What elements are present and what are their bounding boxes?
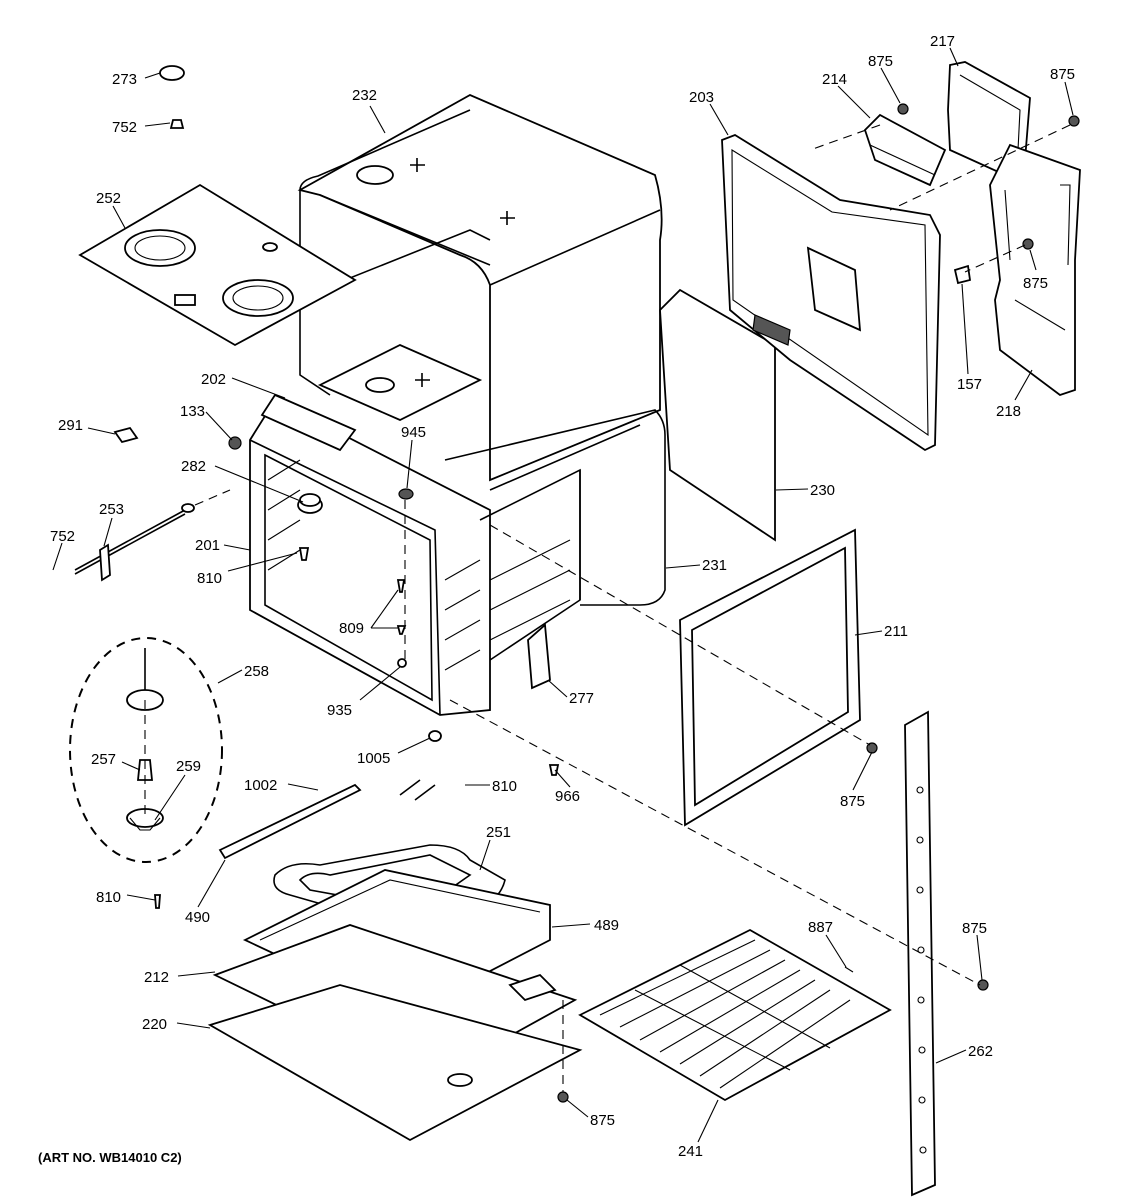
- part-810-screw: [298, 547, 310, 561]
- label-1005: 1005: [357, 750, 390, 767]
- part-273-cap: [159, 65, 185, 81]
- part-214-bracket: [863, 113, 947, 187]
- part-218-bracket: [989, 143, 1081, 397]
- callout-labels: 273 752 252 232 203 214 875 217 875 875 …: [50, 33, 1075, 1160]
- label-277: 277: [569, 690, 594, 707]
- label-241: 241: [678, 1143, 703, 1160]
- label-945: 945: [401, 424, 426, 441]
- label-259: 259: [176, 758, 201, 775]
- label-220: 220: [142, 1016, 167, 1033]
- label-875-f: 875: [590, 1112, 615, 1129]
- part-252-plate: [78, 183, 357, 347]
- label-230: 230: [810, 482, 835, 499]
- label-252: 252: [96, 190, 121, 207]
- part-211-frame: [679, 528, 861, 827]
- part-490-strip: [218, 783, 362, 860]
- label-253: 253: [99, 501, 124, 518]
- label-935: 935: [327, 702, 352, 719]
- label-212: 212: [144, 969, 169, 986]
- part-875-screws: [557, 103, 1080, 1103]
- leader-lines: [52, 47, 1074, 1143]
- label-810-b: 810: [492, 778, 517, 795]
- label-809: 809: [339, 620, 364, 637]
- label-966: 966: [555, 788, 580, 805]
- label-262: 262: [968, 1043, 993, 1060]
- label-133: 133: [180, 403, 205, 420]
- part-241-rack: [578, 928, 892, 1102]
- label-875-c: 875: [1023, 275, 1048, 292]
- label-214: 214: [822, 71, 847, 88]
- label-875-d: 875: [840, 793, 865, 810]
- part-203-back-panel: [721, 133, 941, 452]
- label-752-top: 752: [112, 119, 137, 136]
- label-887: 887: [808, 919, 833, 936]
- label-489: 489: [594, 917, 619, 934]
- part-752-screw-top: [169, 119, 185, 129]
- label-232: 232: [352, 87, 377, 104]
- label-218: 218: [996, 403, 1021, 420]
- part-253-rod: [74, 503, 195, 582]
- part-282-knob: [297, 493, 323, 514]
- label-257: 257: [91, 751, 116, 768]
- label-201: 201: [195, 537, 220, 554]
- part-262-strip: [904, 710, 936, 1197]
- label-211: 211: [884, 623, 908, 640]
- label-217: 217: [930, 33, 955, 50]
- label-157: 157: [957, 376, 982, 393]
- part-945-grommet: [398, 488, 414, 500]
- part-809-screws: [396, 579, 407, 635]
- label-231: 231: [702, 557, 727, 574]
- part-232-cabinet: [297, 93, 663, 482]
- part-201-oven-liner: [249, 393, 581, 716]
- part-157-switch: [953, 264, 972, 285]
- assembly-lines: [144, 124, 1071, 1092]
- label-273: 273: [112, 71, 137, 88]
- label-251: 251: [486, 824, 511, 841]
- label-810-a: 810: [197, 570, 222, 587]
- label-875-e: 875: [962, 920, 987, 937]
- label-291: 291: [58, 417, 83, 434]
- part-230-panel: [659, 288, 776, 542]
- part-935-grommet: [397, 658, 407, 668]
- part-887-screw: [844, 966, 854, 973]
- label-490: 490: [185, 909, 210, 926]
- part-277-hinge: [527, 623, 551, 690]
- label-258: 258: [244, 663, 269, 680]
- part-966-clip: [548, 764, 560, 776]
- part-220-panel: [207, 984, 583, 1142]
- label-810-c: 810: [96, 889, 121, 906]
- label-752-side: 752: [50, 528, 75, 545]
- label-202: 202: [201, 371, 226, 388]
- art-number: (ART NO. WB14010 C2): [38, 1150, 182, 1165]
- part-1005-plug: [428, 730, 442, 742]
- label-1002: 1002: [244, 777, 277, 794]
- label-875-a: 875: [868, 53, 893, 70]
- part-291-clip: [113, 426, 139, 444]
- label-203: 203: [689, 89, 714, 106]
- label-875-b: 875: [1050, 66, 1075, 83]
- label-282: 282: [181, 458, 206, 475]
